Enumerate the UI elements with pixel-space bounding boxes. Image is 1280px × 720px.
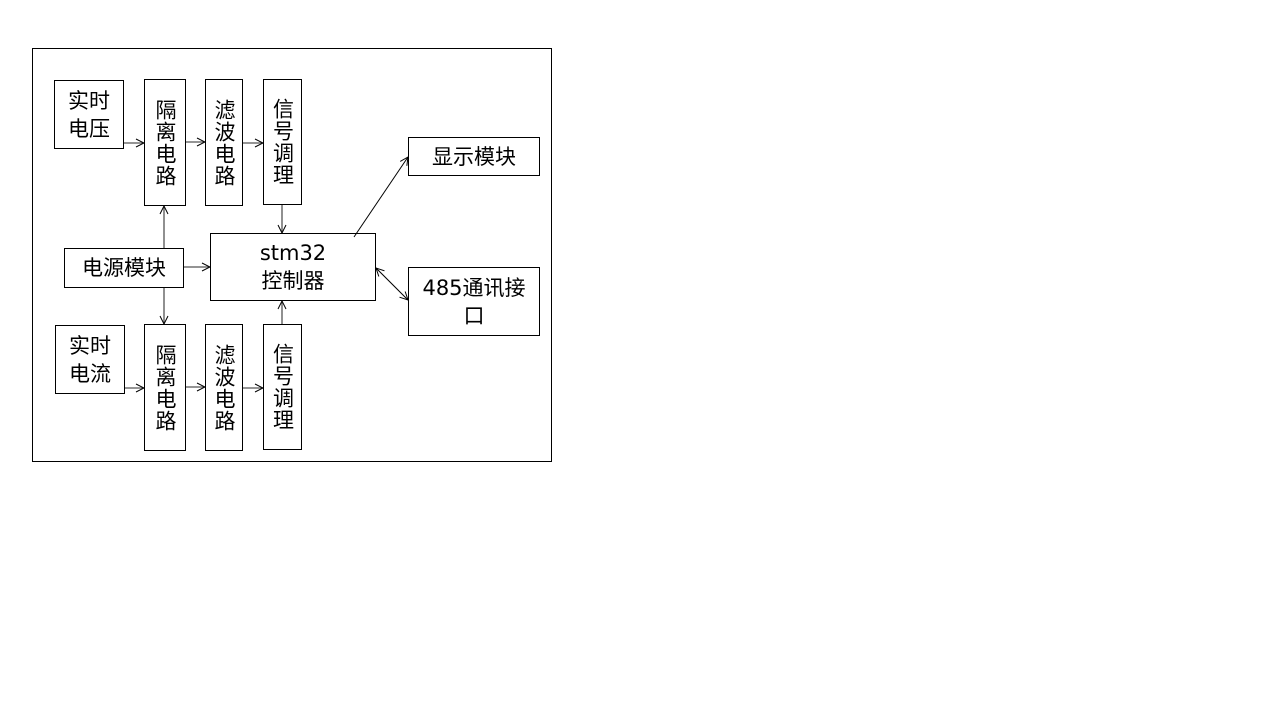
arrow-controller-rs485-bidirectional [376, 268, 408, 300]
voltage-source-block: 实时 电压 [54, 80, 124, 149]
voltage-isolation-block: 隔离电路 [144, 79, 186, 206]
arrow-controller-to-display [353, 157, 408, 238]
voltage-isolation-label: 隔离电路 [153, 98, 177, 187]
current-conditioning-label: 信号调理 [270, 343, 295, 431]
current-filter-block: 滤波电路 [205, 324, 243, 451]
voltage-filter-label: 滤波电路 [212, 98, 236, 187]
power-module-block: 电源模块 [64, 248, 184, 288]
voltage-filter-block: 滤波电路 [205, 79, 243, 206]
current-source-label: 实时 电流 [69, 333, 111, 386]
voltage-source-label: 实时 电压 [68, 88, 110, 141]
stm32-controller-block: stm32 控制器 [210, 233, 376, 301]
display-module-block: 显示模块 [408, 137, 540, 176]
rs485-interface-label: 485通讯接 口 [422, 275, 526, 328]
current-filter-label: 滤波电路 [212, 343, 236, 432]
voltage-conditioning-label: 信号调理 [270, 98, 295, 186]
current-isolation-block: 隔离电路 [144, 324, 186, 451]
stm32-controller-label: stm32 控制器 [259, 241, 327, 293]
current-source-block: 实时 电流 [55, 325, 125, 394]
rs485-interface-block: 485通讯接 口 [408, 267, 540, 336]
current-conditioning-block: 信号调理 [263, 324, 302, 450]
current-isolation-label: 隔离电路 [153, 343, 177, 432]
diagram-frame [32, 48, 552, 462]
power-module-label: 电源模块 [82, 256, 166, 280]
display-module-label: 显示模块 [432, 144, 516, 169]
